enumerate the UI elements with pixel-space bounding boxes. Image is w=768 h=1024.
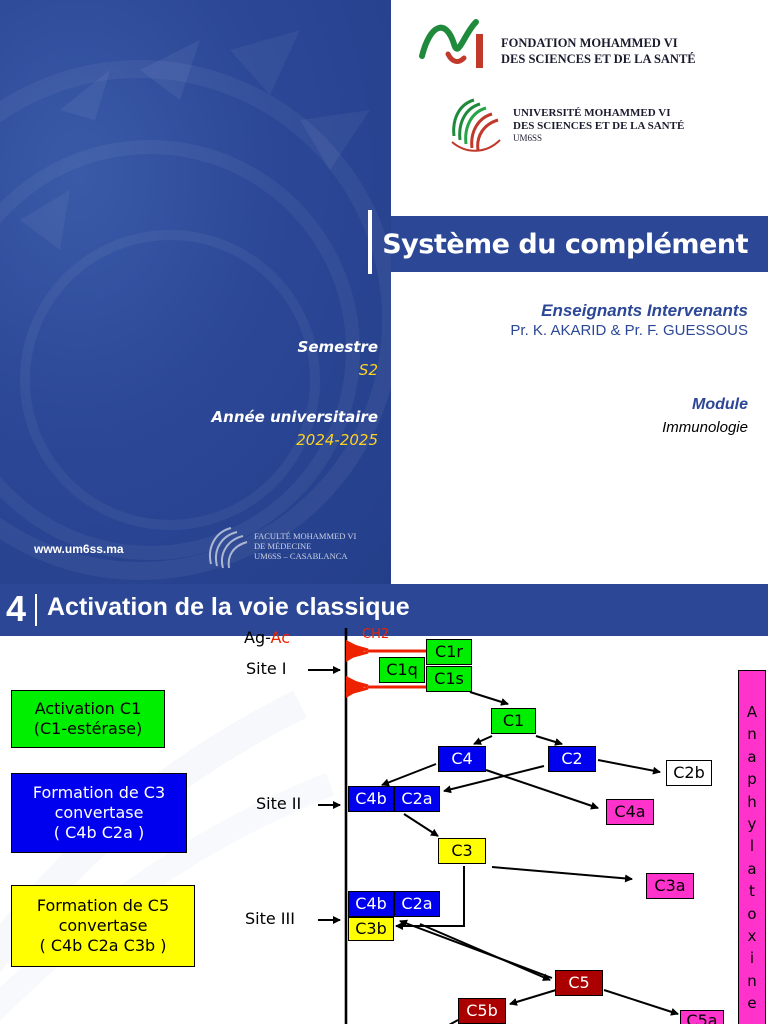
faculty-logo-icon (209, 527, 248, 569)
year-label: Année universitaire (211, 408, 378, 426)
c1r-box: C1r (426, 639, 472, 665)
c1-box: C1 (491, 708, 536, 734)
activation-c1-line2: (C1-estérase) (33, 719, 143, 738)
activation-c1-box: Activation C1 (C1-estérase) (11, 690, 165, 748)
c3-convertase-line3: ( C4b C2a ) (53, 823, 145, 842)
module-value: Immunologie (662, 419, 748, 436)
university-name-line3: UM6SS (513, 133, 543, 143)
teachers-heading: Enseignants Intervenants (541, 301, 748, 320)
c4-box: C4 (438, 746, 486, 772)
right-white-panel (391, 0, 768, 584)
c3-convertase-line2: convertase (54, 803, 144, 822)
slide-number: 4 (6, 588, 27, 629)
activation-c1-line1: Activation C1 (34, 699, 142, 718)
site-3-label: Site III (245, 909, 295, 928)
site-2-label: Site II (256, 794, 302, 813)
title-bar (391, 216, 768, 272)
c4a-box: C4a (606, 799, 654, 825)
title-slide: FONDATION MOHAMMED VI DES SCIENCES ET DE… (0, 0, 768, 584)
c5b-box: C5b (458, 998, 506, 1024)
anaphylatoxine-letter: o (747, 904, 757, 923)
university-name-line2: DES SCIENCES ET DE LA SANTÉ (513, 120, 685, 132)
background-arrows (20, 30, 370, 250)
title-divider (368, 210, 372, 274)
anaphylatoxine-letter: n (747, 725, 757, 744)
anaphylatoxine-letter: i (749, 949, 755, 968)
page-title: Système du complément (382, 229, 748, 260)
c5-convertase-line3: ( C4b C2a C3b ) (39, 936, 167, 955)
c3a-box: C3a (646, 873, 694, 899)
header-divider (35, 594, 37, 626)
university-name-line1: UNIVERSITÉ MOHAMMED VI (513, 107, 671, 119)
teachers-names: Pr. K. AKARID & Pr. F. GUESSOUS (510, 322, 748, 339)
c4b-site2-box: C4b (348, 786, 394, 812)
c5a-box: C5a (680, 1010, 724, 1024)
c2a-site2-box: C2a (394, 786, 440, 812)
slide-title: Activation de la voie classique (47, 593, 410, 621)
background-swirl (20, 230, 320, 530)
foundation-logo-icon (419, 19, 483, 68)
c5-box: C5 (555, 970, 603, 996)
foundation-name-line2: DES SCIENCES ET DE LA SANTÉ (501, 52, 696, 66)
c3b-box: C3b (348, 917, 394, 941)
c2-box: C2 (548, 746, 596, 772)
c5-convertase-line2: convertase (58, 916, 148, 935)
faculty-name-line3: UM6SS – CASABLANCA (254, 551, 348, 561)
c2a-site3-box: C2a (394, 891, 440, 917)
anaphylatoxine-letter: t (749, 882, 755, 901)
ag-label: Ag- (244, 628, 271, 647)
foundation-name-line1: FONDATION MOHAMMED VI (501, 36, 678, 50)
anaphylatoxine-letter: x (747, 927, 757, 946)
c3-convertase-box: Formation de C3 convertase ( C4b C2a ) (11, 773, 187, 853)
anaphylatoxine-letter: e (747, 994, 757, 1013)
anaphylatoxine-letter: p (747, 770, 757, 789)
c5-convertase-line1: Formation de C5 (36, 896, 170, 915)
anaphylatoxine-letter: y (747, 815, 757, 834)
c5-convertase-box: Formation de C5 convertase ( C4b C2a C3b… (11, 885, 195, 967)
c4b-site3-box: C4b (348, 891, 394, 917)
left-blue-panel (0, 0, 391, 584)
anaphylatoxine-letter: n (747, 971, 757, 990)
diagram-slide: 4 Activation de la voie classique (0, 584, 768, 1024)
c1q-box: C1q (379, 657, 425, 683)
anaphylatoxine-letter: a (747, 747, 757, 766)
faculty-name-line2: DE MÉDECINE (254, 541, 312, 551)
faculty-name-line1: FACULTÉ MOHAMMED VI (254, 531, 357, 541)
c3-convertase-line1: Formation de C3 (32, 783, 166, 802)
diagram-connectors (308, 628, 679, 1024)
c1s-box: C1s (426, 666, 472, 692)
semester-label: Semestre (297, 338, 378, 356)
semester-value: S2 (358, 361, 378, 379)
ac-label: Ac (270, 628, 290, 647)
ag-ac-label: Ag-Ac (244, 628, 290, 647)
ch2-label: CH2 (362, 627, 390, 642)
module-label: Module (692, 396, 748, 413)
anaphylatoxine-letter: l (749, 837, 755, 856)
anaphylatoxine-letter: a (747, 859, 757, 878)
year-value: 2024-2025 (296, 431, 378, 449)
anaphylatoxine-letter: A (746, 703, 758, 721)
c3-box: C3 (438, 838, 486, 864)
slide-header (0, 584, 768, 636)
c2b-box: C2b (666, 760, 712, 786)
faculty-name: FACULTÉ MOHAMMED VI DE MÉDECINE UM6SS – … (254, 531, 356, 561)
site-1-label: Site I (246, 659, 287, 678)
website-link[interactable]: www.um6ss.ma (34, 542, 124, 556)
anaphylatoxine-letter: h (747, 792, 757, 811)
university-logo-icon (451, 98, 501, 152)
